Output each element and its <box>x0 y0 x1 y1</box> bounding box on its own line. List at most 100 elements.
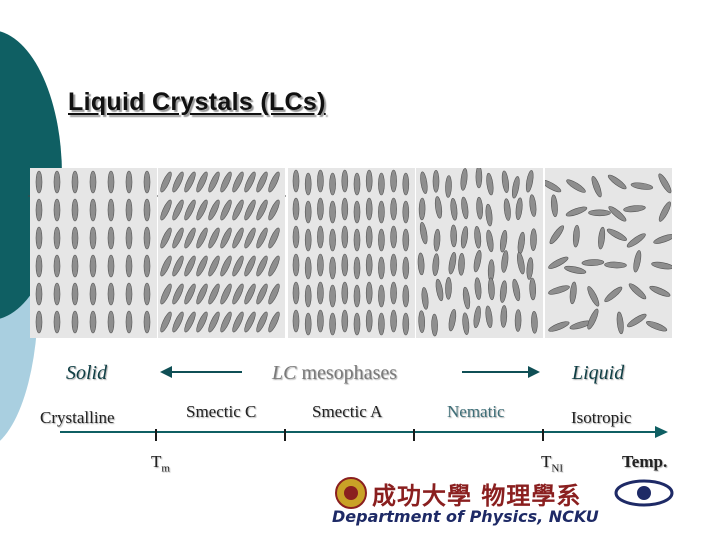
molecule <box>598 226 606 250</box>
molecule <box>402 172 410 196</box>
molecule <box>208 283 220 305</box>
molecule <box>329 312 336 336</box>
molecule <box>71 254 79 278</box>
molecule <box>35 254 43 278</box>
molecule <box>431 313 438 337</box>
molecule <box>353 200 361 224</box>
molecule <box>143 170 151 194</box>
molecule <box>486 229 494 253</box>
molecule <box>581 259 605 266</box>
molecule <box>71 282 79 306</box>
molecule <box>517 231 525 255</box>
smectic-c-label: Smectic C <box>186 402 257 421</box>
molecule <box>107 254 115 278</box>
molecule <box>208 171 220 193</box>
panel-nematic <box>416 168 543 338</box>
molecule <box>71 310 79 334</box>
molecule <box>196 283 208 305</box>
molecule <box>89 226 97 250</box>
molecule <box>329 172 336 196</box>
molecule <box>419 221 428 245</box>
molecule <box>53 198 61 222</box>
molecule <box>329 228 336 252</box>
molecule <box>304 228 312 252</box>
molecule <box>485 305 493 329</box>
university-seal-icon <box>335 477 367 509</box>
molecule <box>474 277 482 300</box>
molecule <box>329 256 336 280</box>
molecule <box>125 170 133 194</box>
molecule <box>143 282 151 306</box>
smectic-a-label: Smectic A <box>312 402 383 421</box>
molecule <box>160 311 172 333</box>
molecule <box>292 309 300 333</box>
molecule <box>365 169 373 193</box>
molecule <box>448 252 457 275</box>
molecule <box>572 224 580 248</box>
tm-base: T <box>151 452 162 471</box>
molecule <box>515 197 523 221</box>
tick-smectic-boundary <box>284 429 286 441</box>
molecule <box>232 283 244 305</box>
solid-label: Solid <box>66 362 108 384</box>
molecule <box>35 226 43 250</box>
mesophase-label: LC mesophases <box>272 362 397 385</box>
molecule <box>232 171 244 193</box>
molecule <box>501 170 509 194</box>
molecule <box>35 282 43 306</box>
molecule <box>304 200 312 224</box>
mesophase-lc-text: LC <box>272 362 297 384</box>
molecule <box>232 227 244 249</box>
molecule <box>107 170 115 194</box>
molecule <box>143 198 151 222</box>
molecule <box>565 206 588 217</box>
molecule <box>651 261 672 270</box>
molecule <box>458 253 465 276</box>
molecule <box>587 308 599 330</box>
molecule <box>462 286 471 310</box>
molecule <box>378 284 385 308</box>
molecule <box>53 282 61 306</box>
molecule <box>418 310 426 333</box>
molecule <box>649 285 671 297</box>
molecule <box>107 226 115 250</box>
molecule <box>268 255 280 277</box>
molecule <box>268 199 280 221</box>
molecules-smectic-a <box>292 169 410 336</box>
molecule <box>125 310 133 334</box>
molecule <box>475 168 483 189</box>
molecule <box>292 225 300 249</box>
molecule <box>450 224 458 248</box>
molecule <box>378 228 385 252</box>
molecule <box>107 310 115 334</box>
molecules-crystalline <box>35 170 151 334</box>
molecule <box>365 197 373 221</box>
molecule <box>220 227 232 249</box>
eye-emblem-icon <box>614 479 674 507</box>
molecule <box>501 250 509 273</box>
molecule <box>473 249 482 273</box>
molecule <box>184 227 196 249</box>
tni-sub: NI <box>551 462 563 475</box>
molecule <box>402 200 410 224</box>
molecule <box>608 206 627 222</box>
molecule <box>653 234 672 244</box>
molecule <box>317 309 324 333</box>
molecule <box>616 311 624 335</box>
molecule <box>402 228 410 252</box>
molecule <box>658 173 672 194</box>
molecule <box>550 194 558 218</box>
molecule <box>172 255 184 277</box>
molecule <box>488 277 495 301</box>
molecule <box>304 312 312 336</box>
molecule <box>514 309 522 332</box>
molecule <box>390 309 397 333</box>
molecule <box>421 287 429 310</box>
molecule <box>317 281 324 305</box>
molecule <box>317 225 324 249</box>
molecule <box>244 199 256 221</box>
molecule <box>525 170 534 193</box>
molecule <box>256 227 268 249</box>
molecule <box>35 310 43 334</box>
molecule <box>503 198 511 221</box>
